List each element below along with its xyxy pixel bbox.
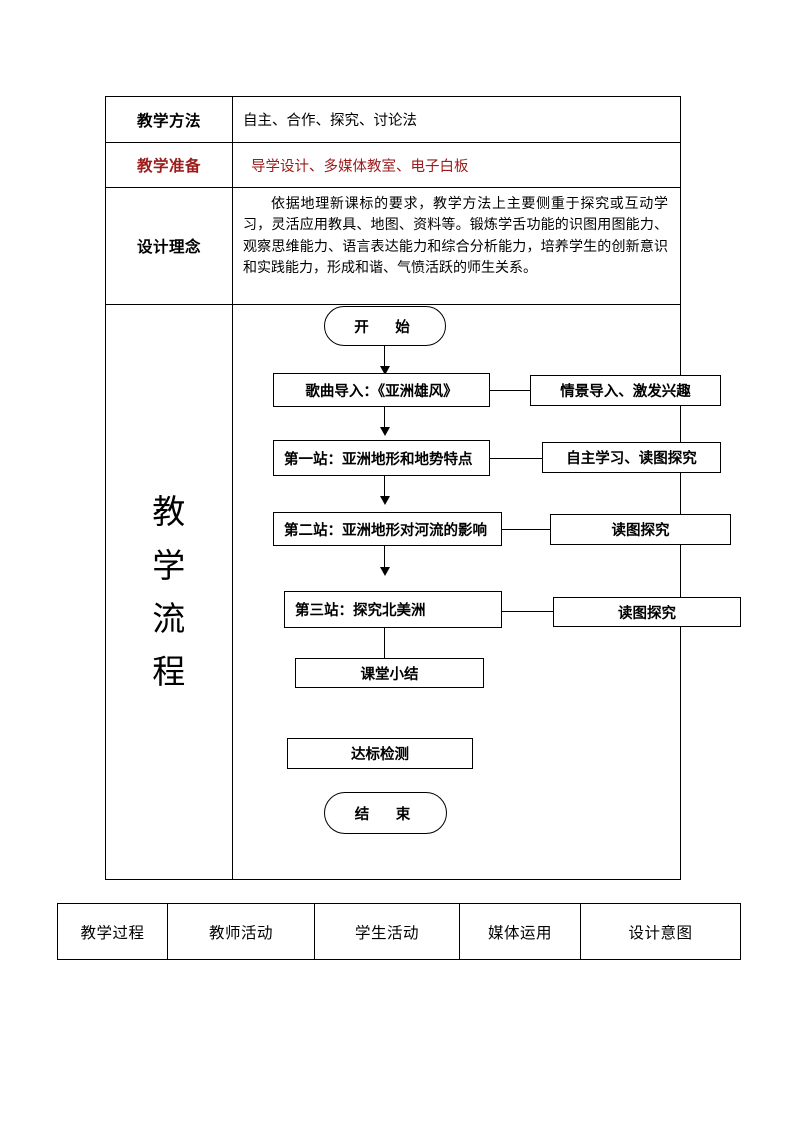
flow-node-start: 开 始 bbox=[324, 306, 446, 346]
flow-node-step5: 课堂小结 bbox=[295, 658, 484, 688]
flow-label-char-2: 学 bbox=[152, 545, 186, 585]
flow-label-char-3: 流 bbox=[152, 599, 186, 638]
row-label-teaching-method: 教学方法 bbox=[106, 97, 233, 142]
connector-step3-to-step4 bbox=[384, 546, 385, 573]
flow-node-end: 结 束 bbox=[324, 792, 447, 834]
flow-label-char-4: 程 bbox=[152, 652, 186, 692]
row-label-design-concept: 设计理念 bbox=[106, 188, 233, 304]
row-label-teaching-flow: 教 学 流 程 bbox=[106, 305, 233, 879]
table-row-teaching-flow: 教 学 流 程 bbox=[106, 305, 680, 879]
flow-note-step2: 自主学习、读图探究 bbox=[542, 442, 721, 473]
connector-start-to-step1 bbox=[384, 346, 385, 372]
column-header-media-usage: 媒体运用 bbox=[460, 904, 581, 959]
arrowhead-start-to-step1 bbox=[380, 366, 390, 375]
column-header-teacher-activity: 教师活动 bbox=[168, 904, 315, 959]
flow-node-step1: 歌曲导入：《亚洲雄风》 bbox=[273, 373, 490, 407]
design-concept-paragraph: 依据地理新课标的要求，教学方法上主要侧重于探究或互动学习，灵活应用教具、地图、资… bbox=[243, 196, 668, 276]
flow-node-step4: 第三站：探究北美洲 bbox=[284, 591, 502, 628]
table-row-teaching-preparation: 教学准备 导学设计、多媒体教室、电子白板 bbox=[106, 143, 680, 188]
column-header-teaching-process: 教学过程 bbox=[58, 904, 168, 959]
connector-step4-to-step5 bbox=[384, 628, 385, 661]
teaching-flow-diagram: 开 始 歌曲导入：《亚洲雄风》 情景导入、激发兴趣 第一站：亚洲地形和地势特点 … bbox=[233, 304, 781, 882]
arrowhead-step1-to-step2 bbox=[380, 427, 390, 436]
flow-note-step1: 情景导入、激发兴趣 bbox=[530, 375, 721, 406]
connector-step1-to-step2 bbox=[384, 407, 385, 433]
flow-note-step3: 读图探究 bbox=[550, 514, 731, 545]
table-row-teaching-method: 教学方法 自主、合作、探究、讨论法 bbox=[106, 97, 680, 143]
lesson-plan-table: 教学方法 自主、合作、探究、讨论法 教学准备 导学设计、多媒体教室、电子白板 设… bbox=[105, 96, 681, 880]
row-value-design-concept: 依据地理新课标的要求，教学方法上主要侧重于探究或互动学习，灵活应用教具、地图、资… bbox=[233, 188, 680, 304]
flow-label-char-1: 教 bbox=[152, 492, 186, 532]
row-label-teaching-preparation: 教学准备 bbox=[106, 143, 233, 187]
arrowhead-step2-to-step3 bbox=[380, 496, 390, 505]
connector-step3-to-note3 bbox=[502, 529, 550, 530]
arrowhead-step3-to-step4 bbox=[380, 567, 390, 576]
column-header-student-activity: 学生活动 bbox=[315, 904, 460, 959]
process-header-table: 教学过程 教师活动 学生活动 媒体运用 设计意图 bbox=[57, 903, 741, 960]
connector-step2-to-step3 bbox=[384, 476, 385, 502]
row-value-teaching-preparation: 导学设计、多媒体教室、电子白板 bbox=[251, 158, 469, 175]
flow-note-step4: 读图探究 bbox=[553, 597, 741, 627]
connector-step1-to-note1 bbox=[490, 390, 530, 391]
connector-step4-to-note4 bbox=[502, 611, 553, 612]
flow-node-step6: 达标检测 bbox=[287, 738, 473, 769]
flow-node-step2: 第一站：亚洲地形和地势特点 bbox=[273, 440, 490, 476]
row-value-teaching-method: 自主、合作、探究、讨论法 bbox=[243, 113, 417, 129]
flow-node-step3: 第二站：亚洲地形对河流的影响 bbox=[273, 512, 502, 546]
column-header-design-intent: 设计意图 bbox=[628, 923, 693, 942]
table-row-design-concept: 设计理念 依据地理新课标的要求，教学方法上主要侧重于探究或互动学习，灵活应用教具… bbox=[106, 188, 680, 305]
connector-step2-to-note2 bbox=[490, 458, 542, 459]
